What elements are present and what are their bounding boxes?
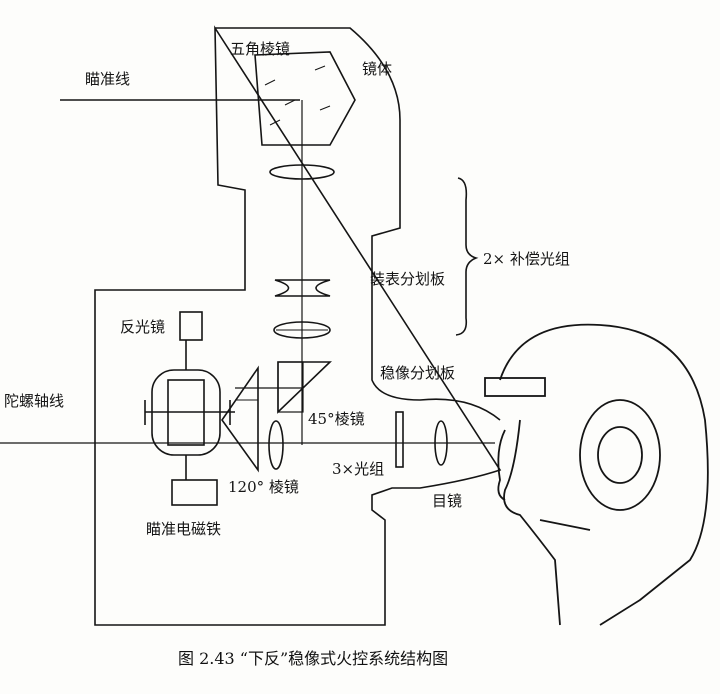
prism-hatching [264,65,331,126]
label-stab-reticle: 稳像分划板 [380,364,456,382]
stab-reticle-plate [395,411,404,468]
label-optics3x: 3×光组 [332,460,385,478]
label-reflector: 反光镜 [120,318,166,336]
prism-120 [221,365,259,473]
label-prism45: 45°棱镜 [308,410,365,428]
label-pentaprism: 五角棱镜 [230,40,291,58]
label-sight-line: 瞄准线 [85,70,131,88]
eyepiece-lens [434,420,448,466]
lens-vertical [268,420,284,470]
aiming-magnet [171,479,218,506]
prism-45 [277,361,332,414]
brace [455,177,479,336]
soldier-head [484,323,709,626]
label-eyepiece: 目镜 [432,492,463,510]
label-body: 镜体 [362,60,393,78]
lens-upper [269,164,335,180]
concave-lens [274,279,331,297]
label-gyro-axis: 陀螺轴线 [4,392,65,410]
doublet-lens [273,321,331,339]
label-reticle-mount: 装表分划板 [370,270,446,288]
label-magnet: 瞄准电磁铁 [146,520,222,538]
gyro-assembly [144,340,235,480]
pentaprism [254,51,356,146]
figure-caption: 图 2.43 “下反”稳像式火控系统结构图 [178,649,449,668]
label-compensation: 2× 补偿光组 [483,250,570,268]
housing-outline [94,25,502,626]
label-prism120: 120° 棱镜 [228,478,299,496]
reflector-mirror [179,311,203,341]
